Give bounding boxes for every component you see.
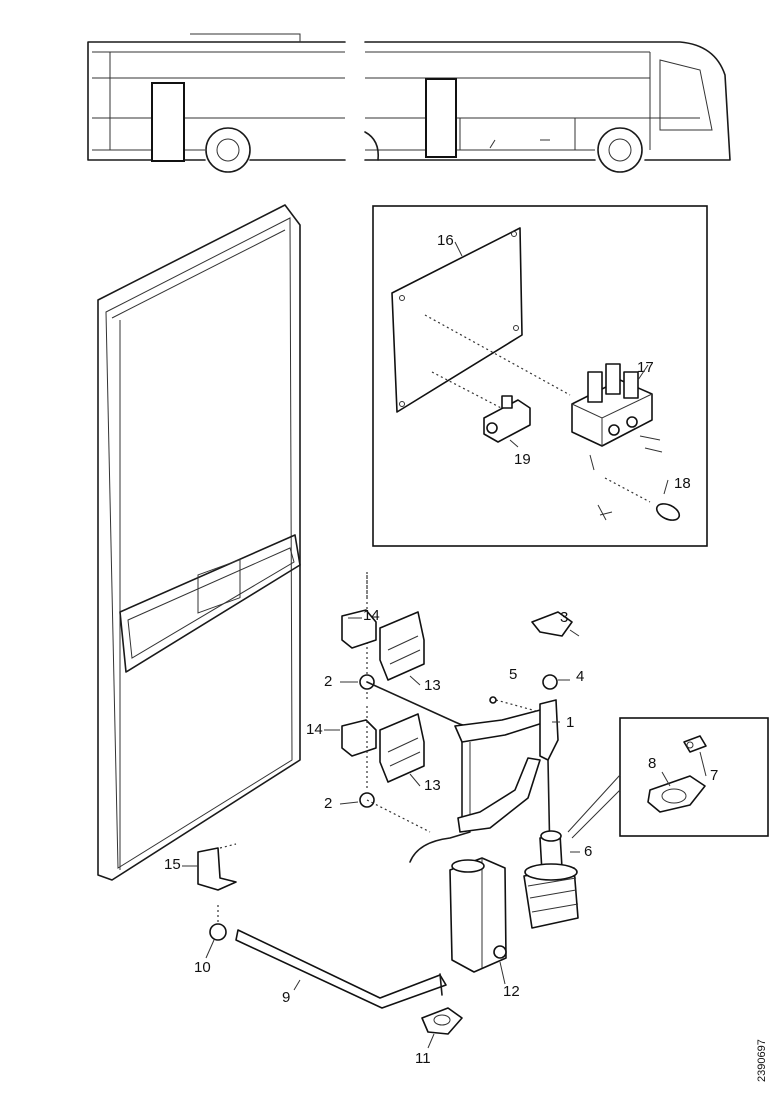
callout-13-upper: 13 [424, 677, 441, 694]
valve-detail-box [372, 205, 708, 547]
callout-labels: 16 17 19 18 14 3 2 13 5 4 1 14 8 7 13 2 … [164, 232, 718, 1067]
figure-reference-number: 2390697 [756, 1039, 768, 1082]
callout-1: 1 [566, 714, 574, 731]
callout-2-lower: 2 [324, 795, 332, 812]
clip-detail-box [567, 717, 769, 839]
callout-14-lower: 14 [306, 721, 323, 738]
callout-18: 18 [674, 475, 691, 492]
door-mechanism [197, 572, 579, 1035]
callout-4: 4 [576, 668, 584, 685]
bus-rear-section-view [87, 33, 346, 173]
callout-16: 16 [437, 232, 454, 249]
door-panel [97, 204, 301, 881]
callout-3: 3 [560, 609, 568, 626]
callout-9: 9 [282, 989, 290, 1006]
callout-6: 6 [584, 843, 592, 860]
callout-12: 12 [503, 983, 520, 1000]
callout-11: 11 [415, 1050, 431, 1067]
callout-8: 8 [648, 755, 656, 772]
callout-15: 15 [164, 856, 181, 873]
bus-front-section-view [364, 41, 731, 173]
callout-5: 5 [509, 666, 517, 683]
callout-10: 10 [194, 959, 211, 976]
callout-19: 19 [514, 451, 531, 468]
callout-2-upper: 2 [324, 673, 332, 690]
callout-17: 17 [637, 359, 654, 376]
callout-14-upper: 14 [363, 607, 380, 624]
callout-7: 7 [710, 767, 718, 784]
callout-13-lower: 13 [424, 777, 441, 794]
